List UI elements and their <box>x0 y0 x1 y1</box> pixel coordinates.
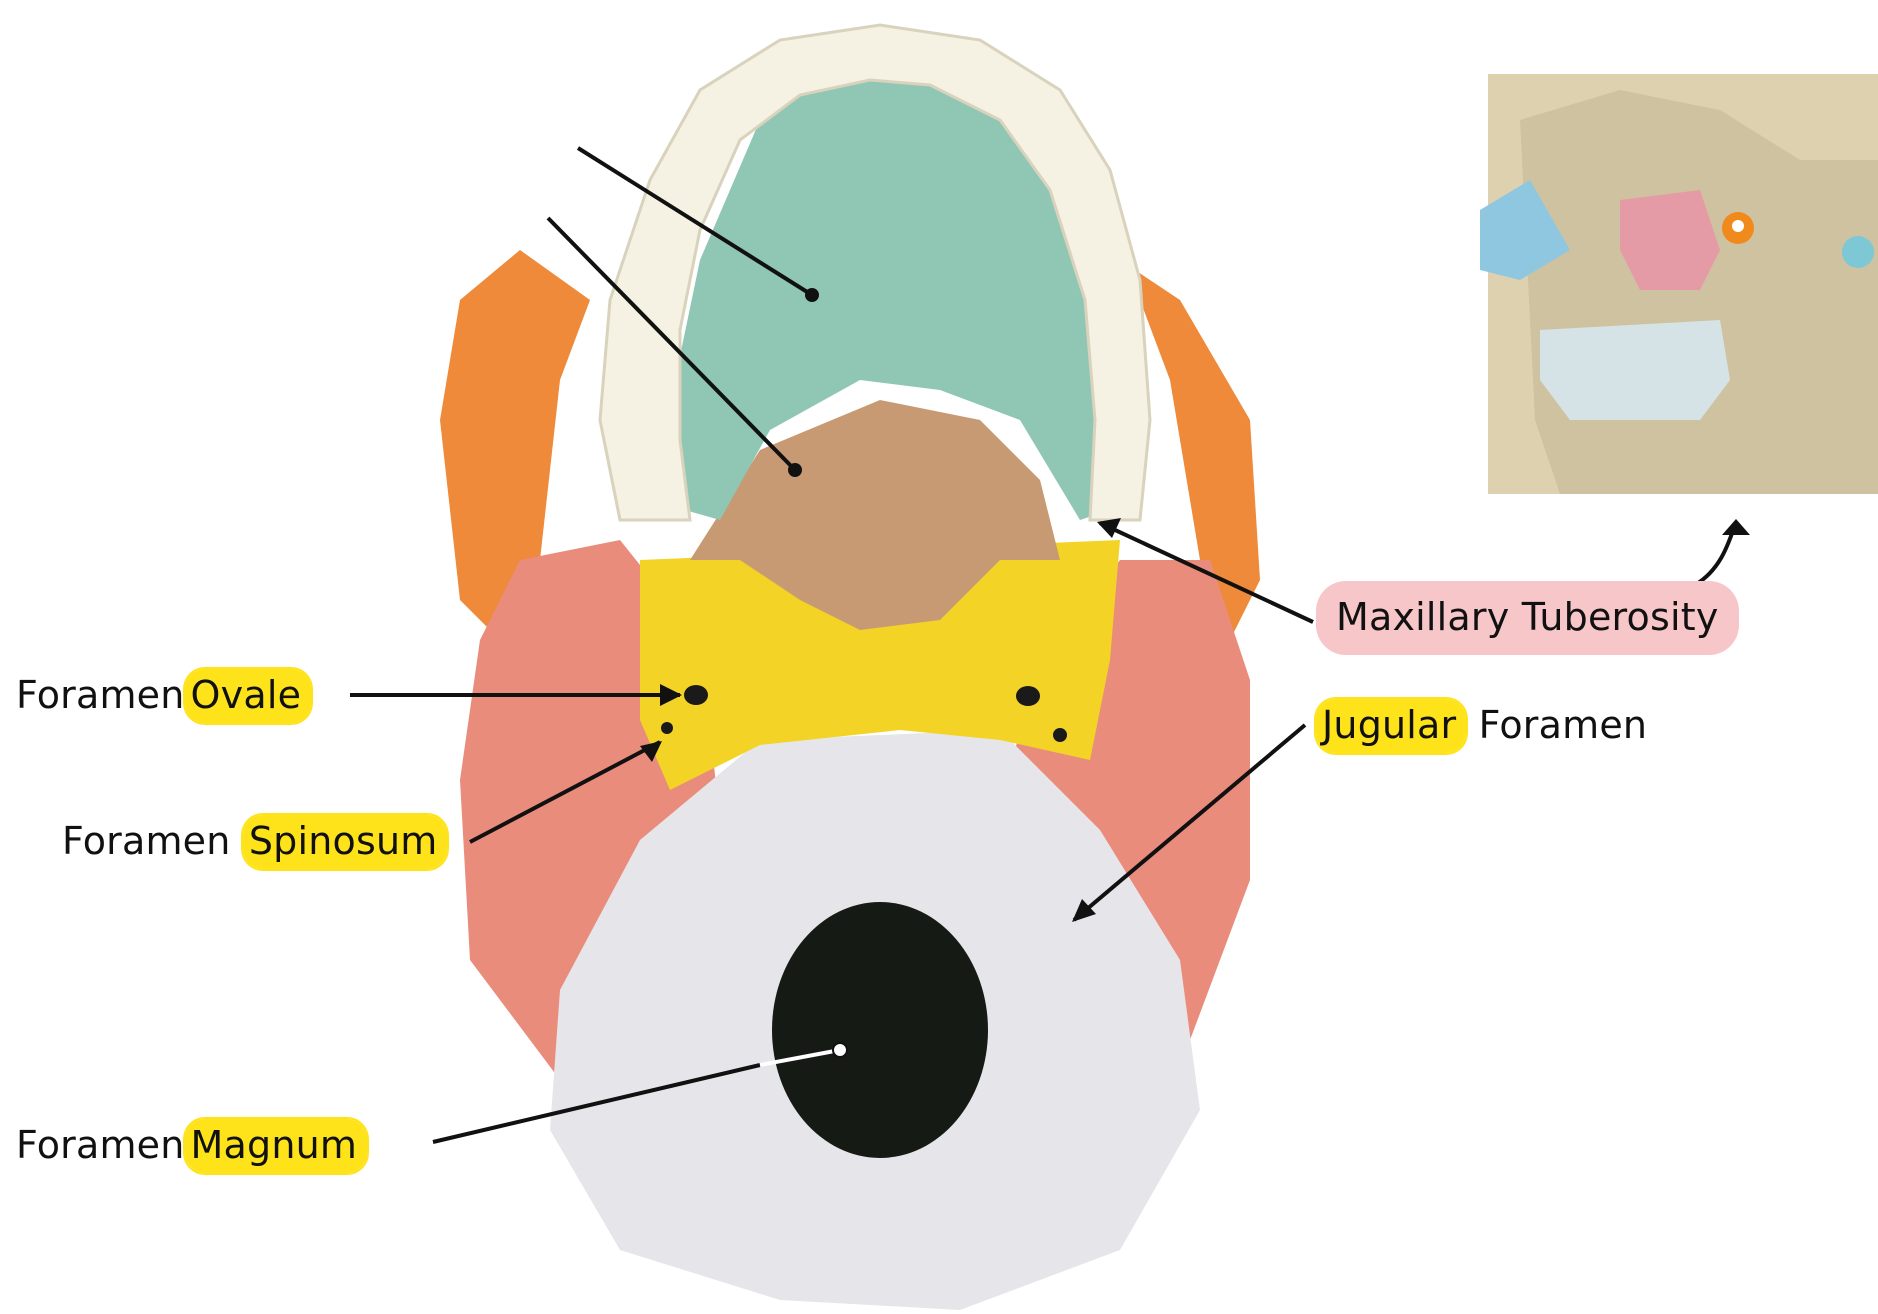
label-highlight: Spinosum <box>243 815 448 869</box>
label-pill: Maxillary Tuberosity <box>1316 581 1739 655</box>
label-highlight: Magnum <box>185 1119 368 1173</box>
label-jugular-foramen: Jugular Foramen <box>1316 706 1647 744</box>
inset-lateral-skull-image <box>1480 74 1878 494</box>
foramen-magnum-opening <box>772 902 988 1158</box>
label-foramen-spinosum: Foramen Spinosum <box>62 822 447 860</box>
label-prefix: Foramen <box>62 819 231 863</box>
label-prefix: Foramen <box>16 1123 185 1167</box>
label-prefix: Foramen <box>16 673 185 717</box>
label-highlight: Jugular <box>1316 699 1466 753</box>
label-maxillary-tuberosity: Maxillary Tuberosity <box>1316 598 1739 636</box>
label-suffix: Foramen <box>1479 703 1648 747</box>
label-highlight: Ovale <box>185 669 312 723</box>
